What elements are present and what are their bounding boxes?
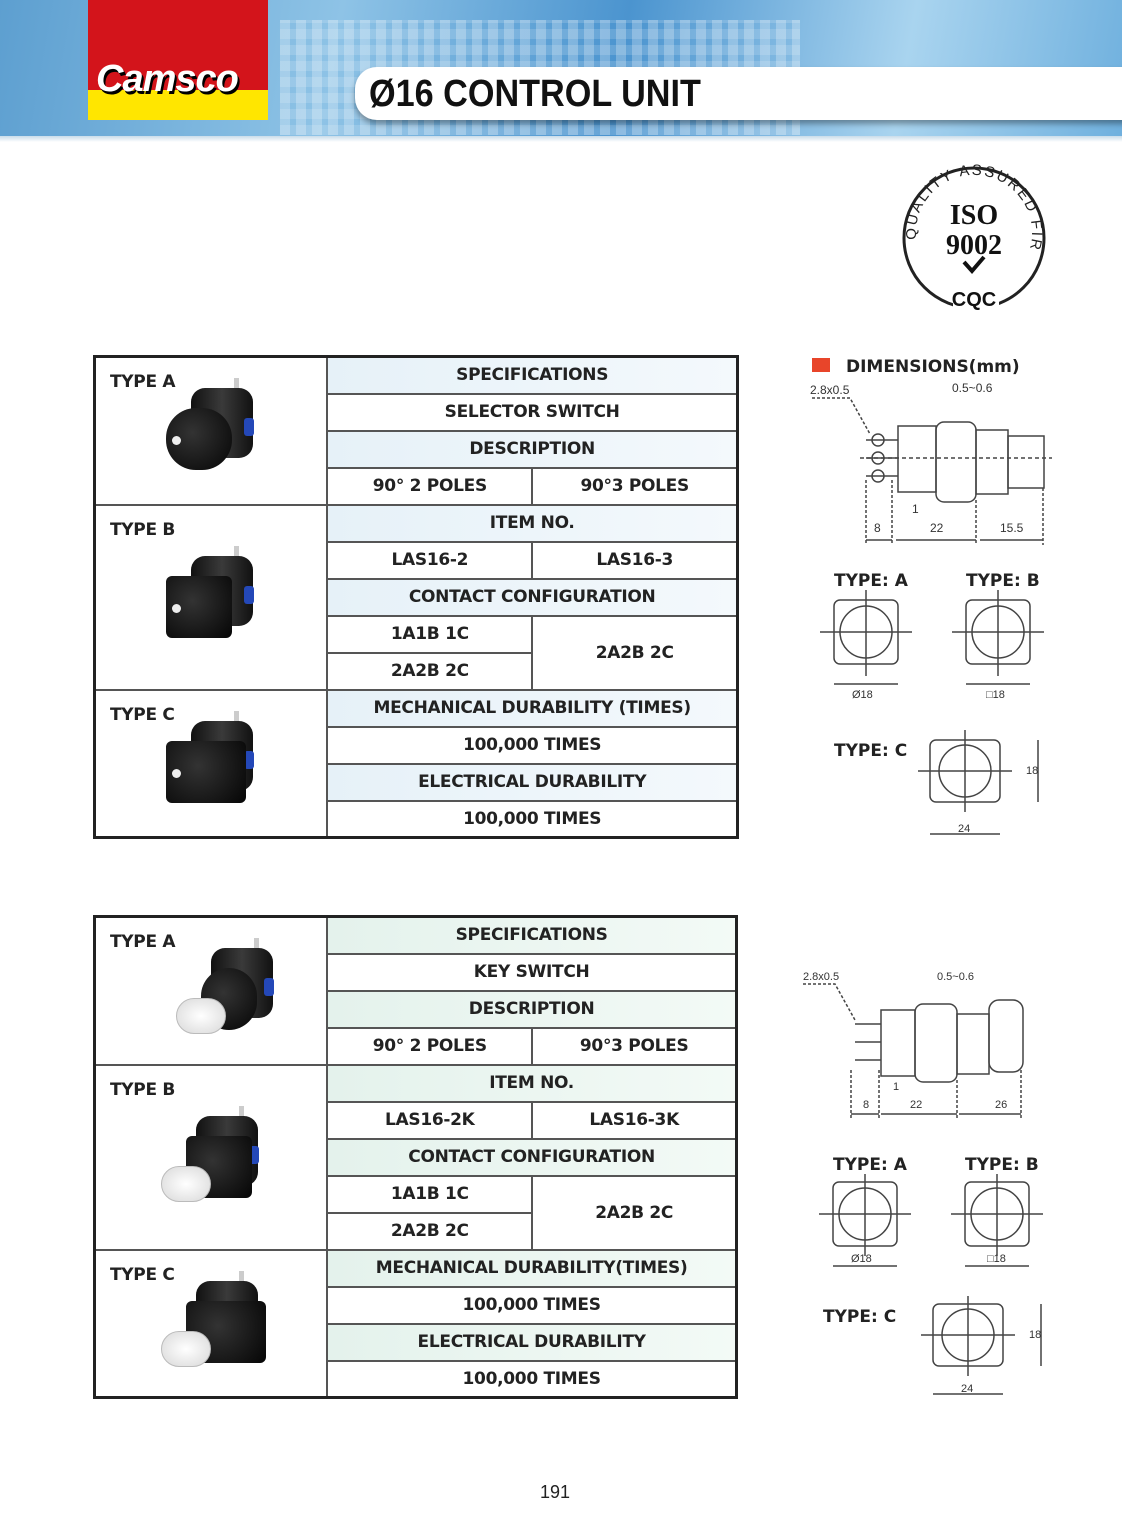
key-switch-type-b-image — [161, 1105, 271, 1206]
svg-text:8: 8 — [874, 521, 881, 535]
contact-config-2: 2A2B 2C — [326, 1211, 534, 1251]
svg-text:2.8x0.5: 2.8x0.5 — [803, 971, 839, 983]
item-no-2k: LAS16-2K — [326, 1100, 534, 1140]
selector-switch-spec-table: TYPE A SPECIFICATIONS SELECTOR SWITCH DE… — [93, 355, 739, 839]
header-description: DESCRIPTION — [326, 989, 738, 1029]
svg-text:18: 18 — [1026, 765, 1038, 777]
svg-text:15.5: 15.5 — [1000, 521, 1024, 535]
page-title: Ø16 CONTROL UNIT — [369, 73, 701, 115]
title-banner: Ø16 CONTROL UNIT — [355, 67, 1122, 120]
svg-text:1: 1 — [912, 502, 919, 516]
key-switch-dimensions-diagram: 2.8x0.5 0.5~0.6 8 1 22 26 TYPE: A TYPE: … — [803, 971, 1043, 1395]
svg-text:8: 8 — [863, 1099, 869, 1111]
item-no-3k: LAS16-3K — [531, 1100, 738, 1140]
contact-config-3-poles: 2A2B 2C — [531, 614, 739, 691]
header-electrical-durability: ELECTRICAL DURABILITY — [326, 762, 739, 802]
svg-text:ISO: ISO — [950, 200, 998, 231]
type-c-cell: TYPE C — [93, 688, 329, 839]
selector-switch-type-a-image — [156, 378, 266, 478]
header-item-no: ITEM NO. — [326, 503, 739, 543]
header-specifications: SPECIFICATIONS — [326, 355, 739, 395]
page-number: 191 — [540, 1482, 571, 1502]
selector-switch-dimensions-diagram: DIMENSIONS(mm) 2.8x0.5 0.5~0.6 8 1 22 15… — [810, 357, 1052, 835]
item-no-2: LAS16-2 — [326, 540, 534, 580]
item-no-3: LAS16-3 — [531, 540, 739, 580]
svg-text:Ø18: Ø18 — [852, 689, 873, 701]
svg-text:2.8x0.5: 2.8x0.5 — [810, 383, 850, 397]
contact-config-3-poles: 2A2B 2C — [531, 1174, 738, 1251]
iso-certification-seal: QUALITY ASSURED FIRM ISO 9002 CQC — [898, 158, 1046, 310]
svg-text:TYPE: B: TYPE: B — [965, 1155, 1039, 1175]
camsco-logo: Camsco — [88, 0, 268, 120]
svg-text:24: 24 — [961, 1383, 973, 1395]
mechanical-durability-value: 100,000 TIMES — [326, 1285, 738, 1325]
key-switch-spec-table: TYPE A SPECIFICATIONS KEY SWITCH DESCRIP… — [93, 915, 738, 1399]
header-item-no: ITEM NO. — [326, 1063, 738, 1103]
type-a-cell: TYPE A — [93, 355, 329, 506]
svg-text:□18: □18 — [987, 1253, 1006, 1265]
header-specifications: SPECIFICATIONS — [326, 915, 738, 955]
svg-text:24: 24 — [958, 823, 970, 835]
type-c-cell: TYPE C — [93, 1248, 329, 1399]
type-b-cell: TYPE B — [93, 1063, 329, 1251]
key-switch-type-a-image — [176, 938, 286, 1038]
svg-text:TYPE: C: TYPE: C — [834, 741, 907, 761]
contact-config-1: 1A1B 1C — [326, 1174, 534, 1214]
poles-2: 90° 2 POLES — [326, 1026, 534, 1066]
selector-switch-type-b-image — [156, 545, 266, 646]
svg-text:0.5~0.6: 0.5~0.6 — [937, 971, 974, 983]
svg-text:DIMENSIONS(mm): DIMENSIONS(mm) — [846, 357, 1020, 377]
svg-text:TYPE: C: TYPE: C — [823, 1307, 896, 1327]
svg-text:9002: 9002 — [946, 230, 1002, 261]
product-name: SELECTOR SWITCH — [326, 392, 739, 432]
type-a-cell: TYPE A — [93, 915, 329, 1066]
header-electrical-durability: ELECTRICAL DURABILITY — [326, 1322, 738, 1362]
key-switch-type-c-image — [161, 1270, 271, 1371]
header-description: DESCRIPTION — [326, 429, 739, 469]
electrical-durability-value: 100,000 TIMES — [326, 1359, 738, 1399]
svg-text:□18: □18 — [986, 689, 1005, 701]
mechanical-durability-value: 100,000 TIMES — [326, 725, 739, 765]
selector-switch-type-c-image — [156, 710, 266, 811]
svg-text:TYPE: B: TYPE: B — [966, 571, 1040, 591]
header-mechanical-durability: MECHANICAL DURABILITY (TIMES) — [326, 688, 739, 728]
svg-text:22: 22 — [910, 1099, 922, 1111]
poles-2: 90° 2 POLES — [326, 466, 534, 506]
section-marker-icon — [812, 358, 830, 372]
header-mechanical-durability: MECHANICAL DURABILITY(TIMES) — [326, 1248, 738, 1288]
svg-text:18: 18 — [1029, 1329, 1041, 1341]
svg-text:CQC: CQC — [952, 289, 996, 310]
header-contact-configuration: CONTACT CONFIGURATION — [326, 577, 739, 617]
electrical-durability-value: 100,000 TIMES — [326, 799, 739, 839]
poles-3: 90°3 POLES — [531, 466, 739, 506]
product-name: KEY SWITCH — [326, 952, 738, 992]
svg-text:TYPE: A: TYPE: A — [833, 1155, 908, 1175]
brand-name: Camsco — [96, 58, 239, 100]
svg-text:22: 22 — [930, 521, 944, 535]
contact-config-1: 1A1B 1C — [326, 614, 534, 654]
svg-text:0.5~0.6: 0.5~0.6 — [952, 381, 993, 395]
contact-config-2: 2A2B 2C — [326, 651, 534, 691]
header-contact-configuration: CONTACT CONFIGURATION — [326, 1137, 738, 1177]
svg-text:26: 26 — [995, 1099, 1007, 1111]
type-b-cell: TYPE B — [93, 503, 329, 691]
poles-3: 90°3 POLES — [531, 1026, 738, 1066]
svg-text:Ø18: Ø18 — [851, 1253, 872, 1265]
svg-text:1: 1 — [893, 1081, 899, 1093]
svg-text:TYPE: A: TYPE: A — [834, 571, 909, 591]
